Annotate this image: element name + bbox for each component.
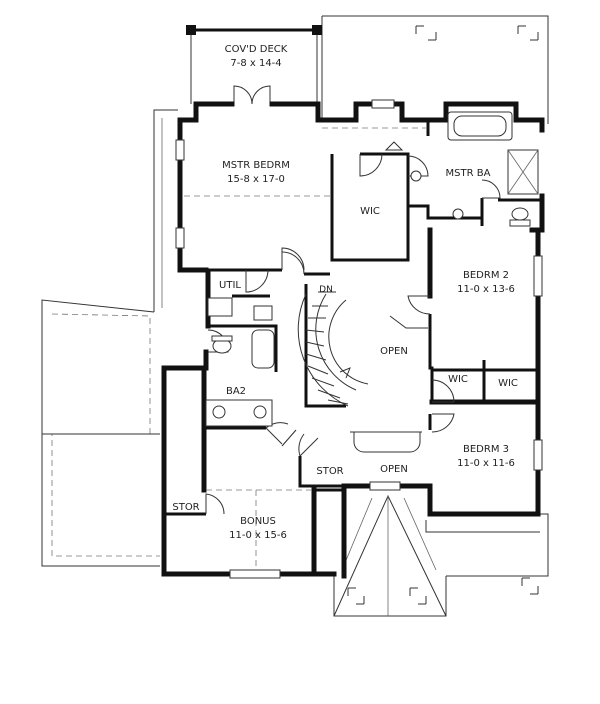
bedrm-3-dims: 11-0 x 11-6	[457, 458, 515, 469]
bedrm-2-dims: 11-0 x 13-6	[457, 284, 515, 295]
doors	[205, 141, 501, 515]
interior-walls	[164, 118, 540, 516]
mstr-bedrm-name: MSTR BEDRM	[222, 160, 290, 171]
mstr-bedrm-dims: 15-8 x 17-0	[227, 174, 285, 185]
covered-deck	[186, 25, 322, 105]
staircase	[297, 291, 428, 407]
wic-a-name: WIC	[448, 374, 468, 385]
bedrm-3-name: BEDRM 3	[463, 444, 509, 455]
open-hall-railing	[350, 431, 422, 453]
util-name: UTIL	[219, 280, 241, 291]
room-labels: COV'D DECK 7-8 x 14-4 MSTR BEDRM 15-8 x …	[172, 44, 518, 541]
stor-hall-name: STOR	[316, 466, 343, 477]
bedrm-2-name: BEDRM 2	[463, 270, 509, 281]
open-stair-name: OPEN	[380, 346, 408, 357]
open-hall-name: OPEN	[380, 464, 408, 475]
ba2-name: BA2	[226, 386, 246, 397]
covd-deck-dims: 7-8 x 14-4	[230, 58, 281, 69]
bonus-name: BONUS	[240, 516, 276, 527]
roof-corner-marks	[347, 25, 539, 605]
wic-b-name: WIC	[498, 378, 518, 389]
dn-label: DN	[319, 285, 333, 295]
windows	[175, 99, 543, 579]
master-bath-fixtures	[410, 111, 539, 227]
mstr-ba-name: MSTR BA	[446, 168, 491, 179]
wic-master-name: WIC	[360, 206, 380, 217]
covd-deck-name: COV'D DECK	[225, 44, 288, 55]
stor-bonus-name: STOR	[172, 502, 199, 513]
ba2-fixtures	[205, 297, 275, 427]
roof-outlines	[41, 15, 549, 617]
ceiling-lines	[184, 127, 426, 574]
bonus-dims: 11-0 x 15-6	[229, 530, 287, 541]
